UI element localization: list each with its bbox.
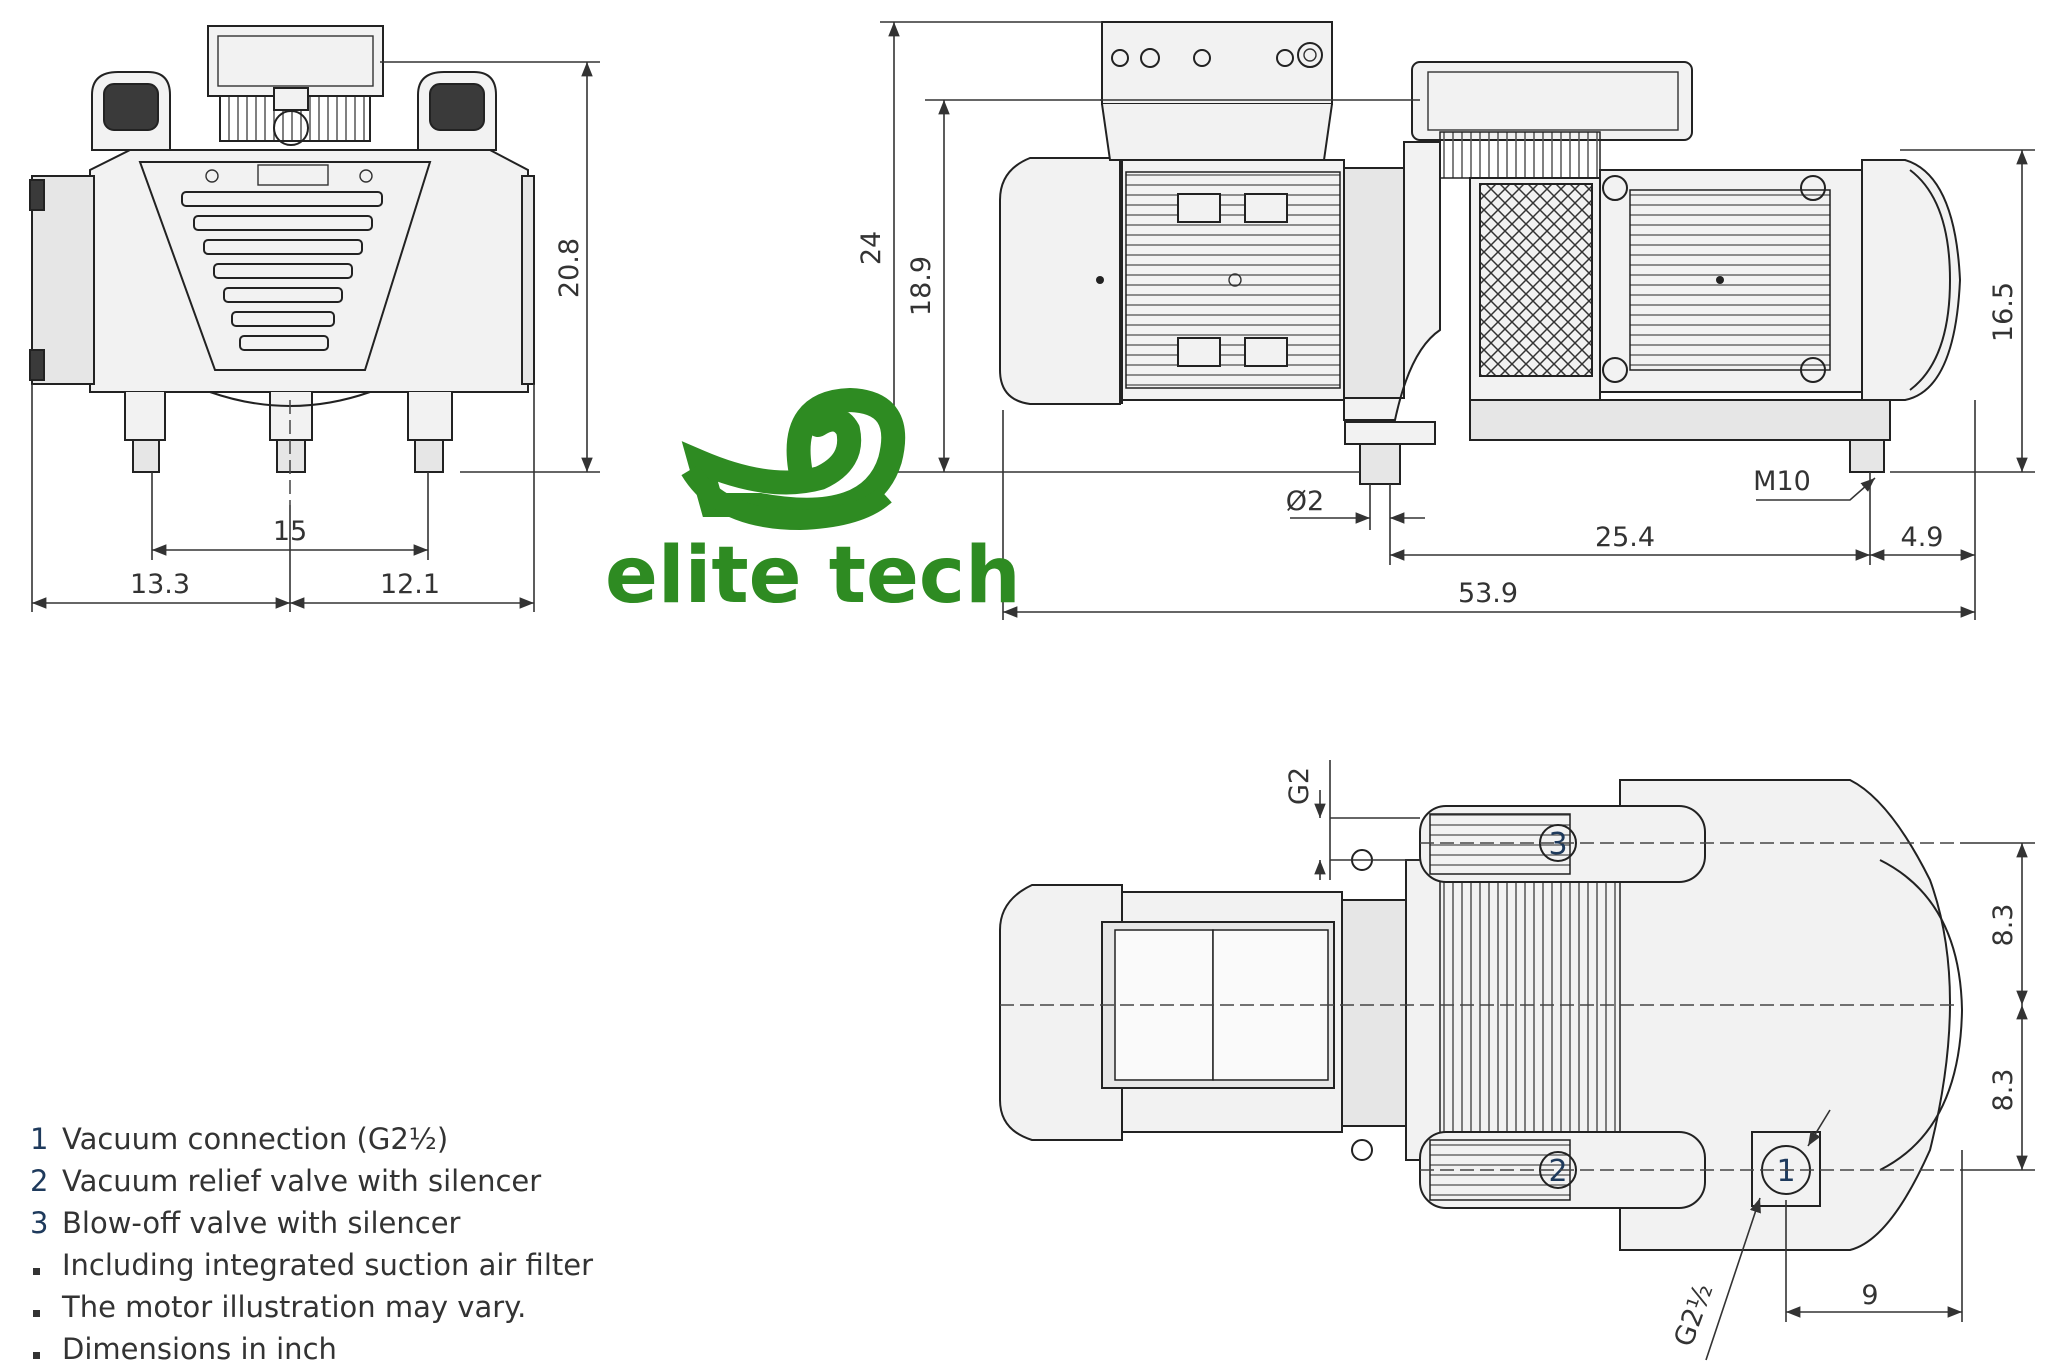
dim-foot-span: 25.4: [1595, 522, 1655, 553]
callout-3: 3: [1548, 827, 1567, 862]
dim-upper-half: 8.3: [1988, 904, 2019, 947]
callout-2: 2: [1548, 1154, 1567, 1189]
legend-text: Including integrated suction air filter: [62, 1248, 594, 1282]
dim-front-height: 20.8: [554, 238, 585, 298]
dim-inlet-offset: 9: [1861, 1280, 1878, 1311]
legend-text: The motor illustration may vary.: [62, 1290, 527, 1324]
legend-item: 2 Vacuum relief valve with silencer: [30, 1160, 593, 1202]
legend-text: Blow-off valve with silencer: [62, 1206, 461, 1240]
dim-pump-height: 16.5: [1988, 282, 2019, 342]
front-slots: [181, 191, 383, 351]
dim-right-half: 12.1: [380, 569, 440, 600]
legend-text: Vacuum relief valve with silencer: [62, 1164, 542, 1198]
brand-logo: elite tech: [605, 387, 1021, 621]
dim-feet-spacing: 15: [273, 516, 307, 547]
vacuum-connection: 1: [1751, 1131, 1821, 1207]
legend-item: Including integrated suction air filter: [30, 1244, 593, 1286]
legend-marker: 3: [30, 1206, 49, 1240]
dim-overall-length: 53.9: [1458, 578, 1518, 609]
blow-off-valve: 3: [1419, 805, 1706, 883]
legend-item: Dimensions in inch: [30, 1328, 593, 1370]
dim-overall-height: 24: [856, 231, 887, 265]
dim-thread: M10: [1753, 466, 1811, 497]
front-view: 15 13.3 12.1 20.8: [29, 25, 600, 612]
bullet-icon: [30, 1286, 62, 1328]
legend-text: Dimensions in inch: [62, 1332, 337, 1366]
side-view: 24 18.9 16.5 Ø2 M10 25.4 4.9 53.9: [856, 21, 2035, 620]
brand-logo-text: elite tech: [605, 531, 1021, 621]
legend-marker: 1: [30, 1122, 49, 1156]
top-view: 3 2 1 G2: [999, 760, 2035, 1361]
legend-item: The motor illustration may vary.: [30, 1286, 593, 1328]
legend: 1 Vacuum connection (G2½) 2 Vacuum relief …: [30, 1118, 593, 1370]
dim-left-half: 13.3: [130, 569, 190, 600]
legend-item: 1 Vacuum connection (G2½): [30, 1118, 593, 1160]
dim-outlet-offset: G2: [1284, 767, 1315, 805]
bullet-icon: [30, 1244, 62, 1286]
dim-rear-offset: 4.9: [1901, 522, 1944, 553]
dim-motor-height: 18.9: [906, 256, 937, 316]
legend-text: Vacuum connection (G2½): [62, 1122, 449, 1156]
bullet-icon: [30, 1328, 62, 1370]
callout-1: 1: [1776, 1154, 1795, 1189]
legend-marker: 2: [30, 1164, 49, 1198]
dim-lower-half: 8.3: [1988, 1069, 2019, 1112]
dim-foot-hole: Ø2: [1286, 486, 1324, 517]
legend-item: 3 Blow-off valve with silencer: [30, 1202, 593, 1244]
